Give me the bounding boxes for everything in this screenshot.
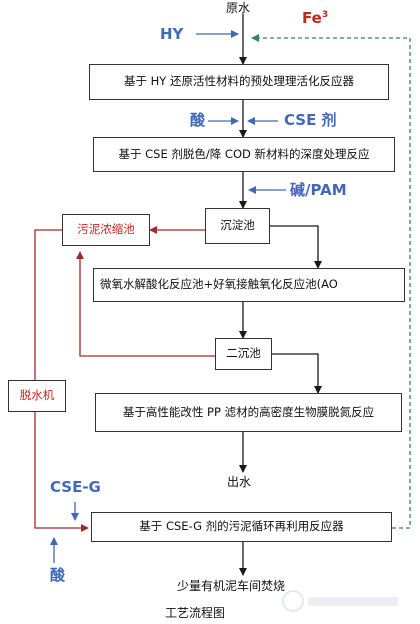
watermark-circle-icon <box>282 590 304 612</box>
dewatering-machine: 脱水机 <box>8 380 66 412</box>
deep-treatment-reactor: 基于 CSE 剂脱色/降 COD 新材料的深度处理反应 <box>93 137 395 172</box>
acid-label: 酸 <box>190 111 206 129</box>
arrow-settle-to-ao <box>270 225 322 269</box>
cse-agent-label: CSE 剂 <box>284 111 337 129</box>
residue-label: 少量有机泥车间焚烧 <box>177 579 286 593</box>
recycle-loop <box>251 34 411 529</box>
sludge-thickener: 污泥浓缩池 <box>62 214 150 246</box>
cse-g-label: CSE-G <box>50 478 101 496</box>
arrow-thickener-to-sludge-reactor <box>34 229 89 532</box>
watermark-logo <box>282 590 398 612</box>
effluent-label: 出水 <box>227 475 252 489</box>
pretreatment-reactor: 基于 HY 还原活性材料的预处理理活化反应器 <box>89 64 389 100</box>
sludge-recycling-reactor: 基于 CSE-G 剂的污泥循环再利用反应器 <box>91 512 392 542</box>
arrow-secondary-to-thickener <box>76 251 215 357</box>
sedimentation-tank: 沉淀池 <box>205 208 270 244</box>
arrow-secondary-to-pp <box>272 353 322 394</box>
pp-biofilm-reactor: 基于高性能改性 PP 滤材的高密度生物膜脱氮反应 <box>95 393 402 432</box>
figure-caption: 工艺流程图 <box>165 606 226 620</box>
alkali-pam-label: 碱/PAM <box>290 181 347 199</box>
acid-bottom-label: 酸 <box>50 566 66 584</box>
ao-reactor: 微氧水解酸化反应池+好氧接触氧化反应池(AO <box>93 268 405 302</box>
raw-water-label: 原水 <box>226 1 251 15</box>
secondary-clarifier: 二沉池 <box>215 338 272 370</box>
hy-label: HY <box>160 25 184 43</box>
watermark-bar <box>308 596 398 606</box>
fe-label: Fe3 <box>302 9 329 27</box>
